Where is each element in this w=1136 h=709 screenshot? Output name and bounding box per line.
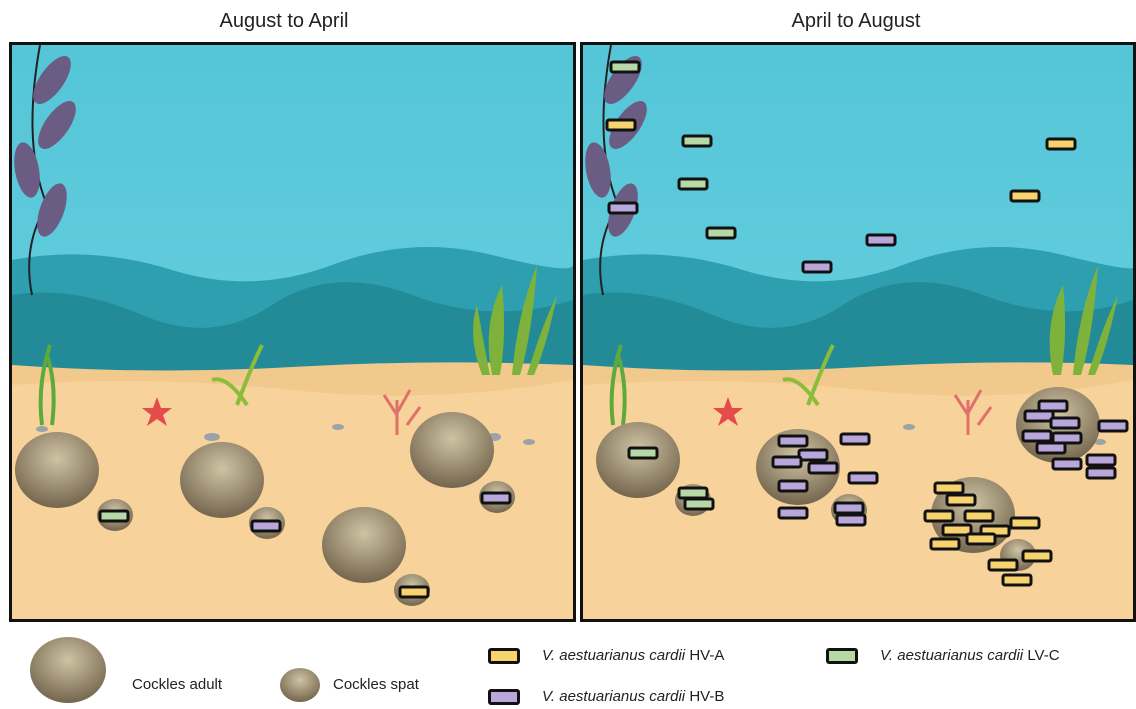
legend-hvb-species: V. aestuarianus cardii: [542, 688, 685, 705]
legend-lvc-species: V. aestuarianus cardii: [880, 647, 1023, 664]
panel-title-left: August to April: [4, 10, 564, 33]
legend-lvc-swatch: [826, 648, 858, 664]
legend-adult-cockle-icon: [28, 634, 108, 704]
underwater-scene: [583, 45, 1133, 619]
legend-hva-species: V. aestuarianus cardii: [542, 647, 685, 664]
panel-april-to-august: [580, 42, 1136, 622]
legend-lvc-strain: LV-C: [1027, 647, 1059, 664]
panel-august-to-april: [9, 42, 576, 622]
panel-title-right: April to August: [576, 10, 1136, 33]
legend-hva: V. aestuarianus cardii HV-A: [488, 647, 724, 664]
legend-spat-label: Cockles spat: [333, 676, 419, 693]
legend-spat: Cockles spat: [333, 676, 419, 693]
legend-adult-label: Cockles adult: [132, 676, 222, 693]
legend-adult: Cockles adult: [132, 676, 222, 693]
legend-hva-swatch: [488, 648, 520, 664]
legend-hva-strain: HV-A: [689, 647, 724, 664]
legend-hvb: V. aestuarianus cardii HV-B: [488, 688, 724, 705]
legend-hvb-strain: HV-B: [689, 688, 724, 705]
legend-lvc: V. aestuarianus cardii LV-C: [826, 647, 1060, 664]
legend-spat-icon: [278, 666, 322, 704]
legend-hvb-swatch: [488, 689, 520, 705]
underwater-scene: [12, 45, 573, 619]
